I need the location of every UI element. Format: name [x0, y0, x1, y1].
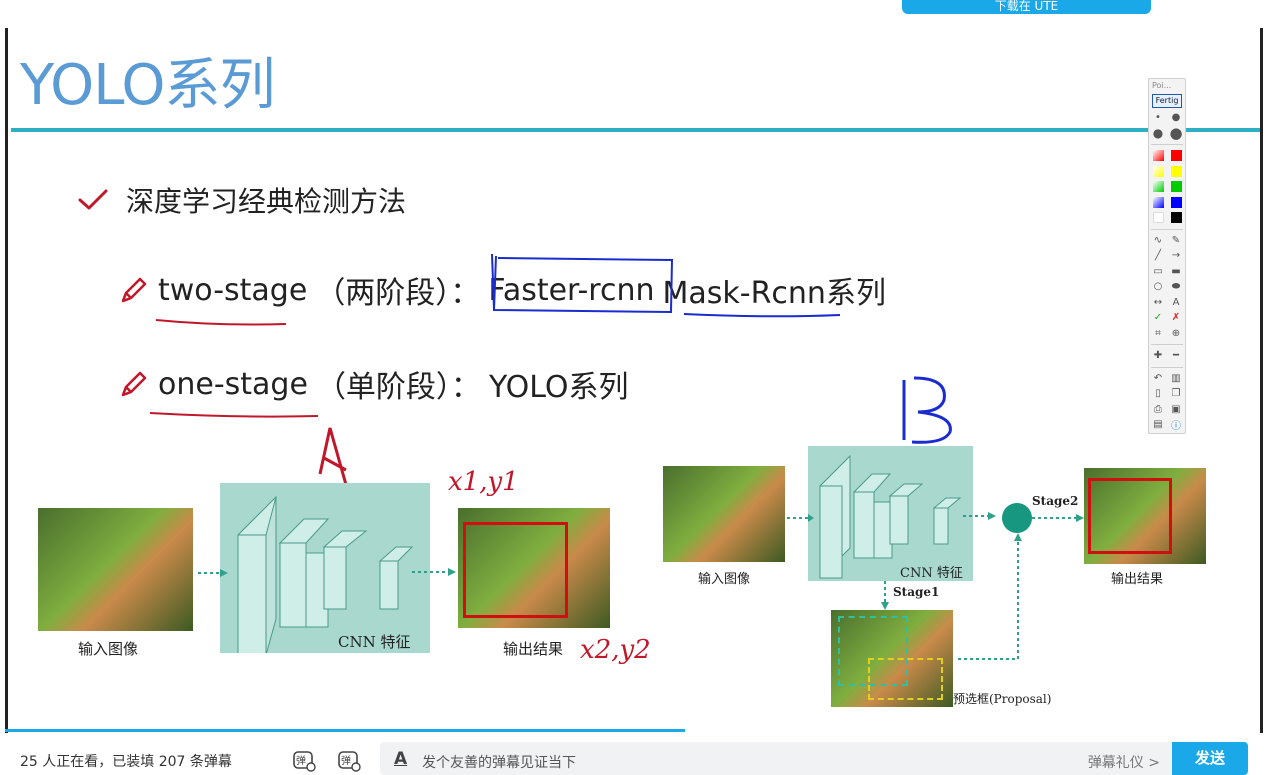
save-icon[interactable]: ▣ — [1171, 403, 1181, 415]
slide-title: YOLO系列 — [20, 53, 276, 118]
svg-text:x1,y1: x1,y1 — [448, 467, 519, 497]
crop-icon[interactable]: ⌗ — [1155, 327, 1161, 339]
progress-bar[interactable] — [5, 729, 685, 732]
blue-swatch[interactable] — [1170, 196, 1182, 208]
viewer-count: 25 人正在看，已装填 207 条弹幕 — [20, 754, 232, 770]
svg-text:弹: 弹 — [296, 754, 306, 767]
light-red-swatch[interactable] — [1152, 150, 1164, 162]
input-caption-a: 输入图像 — [78, 640, 139, 658]
light-yellow-swatch[interactable] — [1152, 165, 1164, 177]
danmaku-bar: 25 人正在看，已装填 207 条弹幕 弹 弹 A 发个友善的弹幕见证当下 弹幕… — [0, 736, 1275, 775]
trash-icon[interactable]: ▥ — [1171, 372, 1181, 384]
stage2-label: Stage2 — [1032, 494, 1079, 508]
proposal-box-2 — [868, 658, 943, 700]
light-green-swatch[interactable] — [1152, 181, 1164, 193]
filled-rectangle-icon[interactable]: ▬ — [1171, 265, 1181, 277]
danmaku-toggle-icon[interactable]: 弹 — [292, 748, 316, 772]
input-image-b — [663, 466, 785, 562]
danmaku-input[interactable]: A 发个友善的弹幕见证当下 弹幕礼仪 > — [380, 742, 1172, 775]
rectangle-icon[interactable]: ▭ — [1153, 265, 1163, 277]
input-caption-b: 输入图像 — [698, 572, 751, 587]
main-bullet-text: 深度学习经典检测方法 — [126, 185, 407, 218]
mask-rcnn-label: Mask-Rcnn系列 — [662, 276, 886, 311]
green-swatch[interactable] — [1170, 181, 1182, 193]
two-stage-term: two-stage — [158, 272, 308, 308]
output-caption-b: 输出结果 — [1111, 572, 1164, 587]
cnn-caption-b: CNN 特征 — [900, 566, 963, 581]
danmaku-placeholder: 发个友善的弹幕见证当下 — [422, 755, 576, 771]
text-icon[interactable]: A — [1172, 296, 1180, 308]
pencil-icon — [121, 371, 147, 397]
copy-icon[interactable]: ❐ — [1171, 388, 1181, 400]
one-stage-paren: （单阶段）： — [315, 370, 481, 405]
arrow-line-icon[interactable]: → — [1171, 250, 1181, 262]
toolbar-header: Poi... — [1152, 81, 1172, 90]
faster-rcnn-label: Faster-rcnn — [488, 272, 655, 308]
pencil-icon — [121, 277, 147, 303]
bbox-b — [1088, 478, 1172, 554]
print-icon[interactable]: ⎙ — [1154, 403, 1162, 415]
image-icon[interactable]: ▤ — [1153, 419, 1163, 431]
proposal-box-1 — [838, 616, 908, 686]
light-blue-swatch[interactable] — [1152, 196, 1164, 208]
filled-ellipse-icon[interactable]: ⬬ — [1171, 281, 1181, 293]
svg-text:x2,y2: x2,y2 — [580, 635, 651, 665]
output-image-a — [458, 508, 610, 628]
one-stage-term: one-stage — [158, 366, 308, 402]
main-bullet: 深度学习经典检测方法 — [78, 180, 406, 220]
svg-text:弹: 弹 — [341, 754, 351, 767]
freehand-icon[interactable]: ∿ — [1153, 234, 1163, 246]
presentation-slide: YOLO系列 深度学习经典检测方法 two-stage （两阶段）： Faste… — [5, 28, 1263, 733]
zoom-icon[interactable]: ⊕ — [1171, 327, 1181, 339]
cnn-layers-b — [819, 454, 962, 580]
text-style-icon[interactable]: A — [394, 749, 408, 769]
input-image-a — [38, 508, 193, 631]
xlarge-dot-icon[interactable]: ● — [1169, 124, 1183, 143]
danmaku-etiquette-link[interactable]: 弹幕礼仪 > — [1087, 755, 1160, 771]
cnn-layers-a — [237, 495, 414, 653]
cross-icon[interactable]: ✗ — [1171, 312, 1181, 324]
annotation-toolbar[interactable]: Poi... Fertig •● ●● ∿✎ ╱→ ▭▬ ○⬬ ↔A ✓✗ ⌗⊕… — [1148, 78, 1186, 434]
check-icon[interactable]: ✓ — [1153, 312, 1163, 324]
minus-icon[interactable]: ━ — [1172, 350, 1180, 362]
white-swatch[interactable] — [1152, 212, 1164, 224]
output-caption-a: 输出结果 — [503, 640, 564, 658]
download-button[interactable]: 下载在 UTE — [902, 0, 1151, 14]
new-page-icon[interactable]: ▯ — [1155, 388, 1161, 400]
red-swatch[interactable] — [1170, 150, 1182, 162]
checkmark-icon — [78, 189, 108, 210]
two-stage-bullet: two-stage （两阶段）： Faster-rcnn Mask-Rcnn系列 — [118, 268, 886, 312]
large-dot-icon[interactable]: ● — [1152, 126, 1164, 141]
black-swatch[interactable] — [1170, 212, 1182, 224]
cnn-caption-a: CNN 特征 — [338, 633, 411, 651]
small-dot-icon[interactable]: • — [1155, 112, 1161, 124]
danmaku-settings-icon[interactable]: 弹 — [337, 748, 361, 772]
medium-dot-icon[interactable]: ● — [1171, 112, 1181, 124]
plus-icon[interactable]: ✚ — [1153, 350, 1163, 362]
send-button[interactable]: 发送 — [1172, 742, 1248, 775]
proposal-caption: 预选框(Proposal) — [953, 692, 1052, 706]
pen-icon[interactable]: ✎ — [1171, 234, 1181, 246]
info-icon[interactable]: ⓘ — [1171, 421, 1181, 433]
title-divider — [11, 128, 1260, 132]
yolo-label: YOLO系列 — [488, 370, 629, 405]
ellipse-icon[interactable]: ○ — [1153, 281, 1163, 293]
yellow-swatch[interactable] — [1170, 165, 1182, 177]
undo-icon[interactable]: ↶ — [1153, 372, 1163, 384]
line-icon[interactable]: ╱ — [1154, 250, 1162, 262]
two-stage-paren: （两阶段）： — [315, 276, 481, 311]
stage1-label: Stage1 — [893, 585, 940, 599]
done-button[interactable]: Fertig — [1152, 94, 1182, 108]
output-image-b — [1084, 468, 1206, 564]
bbox-a — [463, 522, 568, 618]
one-stage-bullet: one-stage （单阶段）： YOLO系列 — [118, 362, 629, 406]
double-arrow-icon[interactable]: ↔ — [1153, 296, 1163, 308]
